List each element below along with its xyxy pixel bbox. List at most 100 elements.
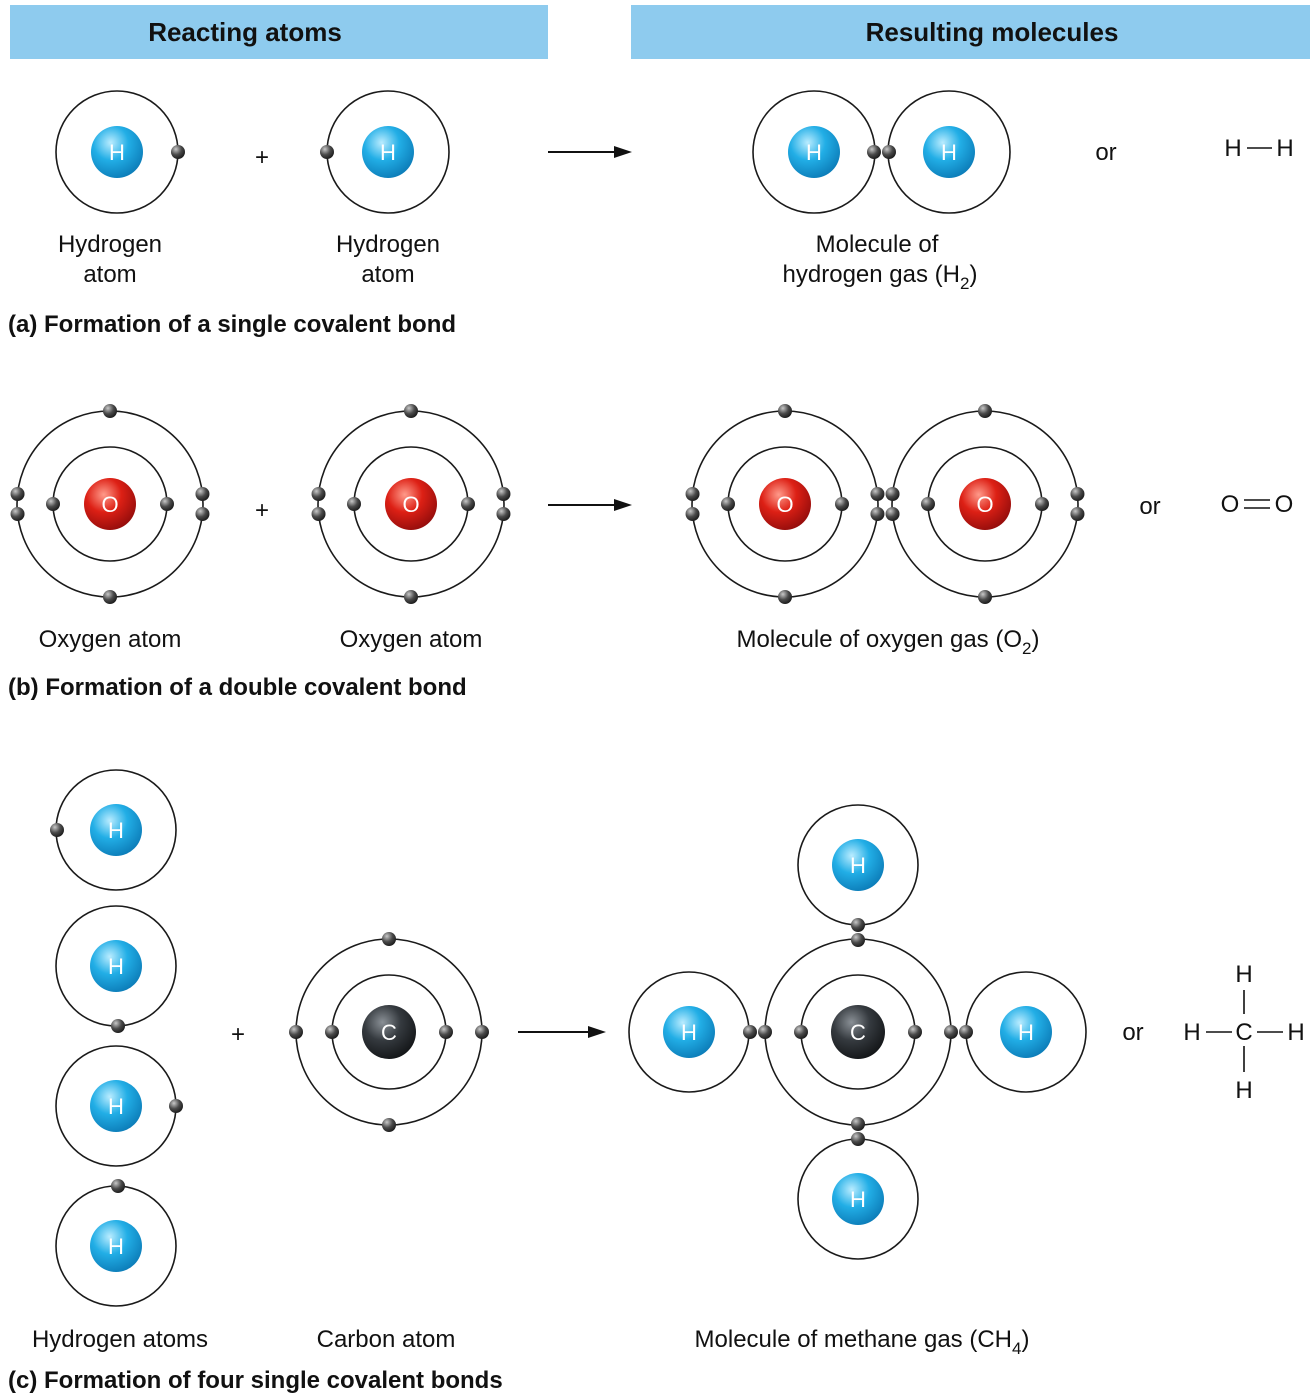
atom-label: Carbon atom <box>317 1326 456 1353</box>
formula-atom: O <box>1221 491 1240 518</box>
shared-electron <box>743 1025 757 1039</box>
or-label: or <box>1122 1019 1143 1046</box>
oxygen-nucleus <box>959 478 1011 530</box>
oxygen-nucleus <box>385 478 437 530</box>
hydrogen-nucleus <box>90 940 142 992</box>
molecule-label-formula: hydrogen gas (H2) <box>783 261 978 293</box>
nucleus-symbol: O <box>776 492 793 517</box>
atom-label: Hydrogen atoms <box>32 1326 208 1353</box>
nucleus-symbol: H <box>850 1187 866 1212</box>
formula-atom: H <box>1235 961 1252 988</box>
electron <box>311 507 326 521</box>
shared-electron <box>851 933 865 947</box>
hydrogen-atom-c4: H <box>55 1179 177 1307</box>
electron <box>721 497 735 511</box>
reaction-arrow <box>548 146 632 158</box>
electron <box>885 487 900 501</box>
electron <box>978 590 992 604</box>
hydrogen-nucleus <box>923 126 975 178</box>
hydrogen-nucleus <box>1000 1006 1052 1058</box>
header-reacting-atoms: Reacting atoms <box>148 17 342 47</box>
electron <box>1035 497 1049 511</box>
molecule-label-formula: Molecule of methane gas (CH4) <box>695 1326 1030 1358</box>
caption-a: (a) Formation of a single covalent bond <box>8 311 456 338</box>
atom-label: atom <box>83 261 136 288</box>
hydrogen-nucleus <box>90 804 142 856</box>
atom-label: Oxygen atom <box>39 626 182 653</box>
electron <box>111 1019 125 1033</box>
reaction-arrow <box>518 1026 606 1038</box>
oxygen-nucleus <box>759 478 811 530</box>
structural-formula-h2: H H <box>1224 135 1293 162</box>
formula-atom: H <box>1224 135 1241 162</box>
electron <box>978 404 992 418</box>
oxygen-atom-b2: O <box>311 404 511 604</box>
electron <box>160 497 174 511</box>
electron <box>475 1025 489 1039</box>
electron <box>320 145 334 159</box>
nucleus-symbol: C <box>381 1020 397 1045</box>
electron <box>921 497 935 511</box>
electron <box>171 145 185 159</box>
electron <box>885 507 900 521</box>
electron <box>778 404 792 418</box>
hydrogen-atom-c3: H <box>55 1045 183 1167</box>
shared-electron <box>944 1025 958 1039</box>
formula-atom: H <box>1276 135 1293 162</box>
carbon-atom-c: C <box>289 932 489 1132</box>
or-label: or <box>1139 493 1160 520</box>
methane-molecule: C H H H H <box>628 804 1087 1260</box>
electron <box>103 590 117 604</box>
nucleus-symbol: H <box>681 1020 697 1045</box>
oxygen-molecule-right-atom: O <box>885 404 1085 604</box>
electron <box>325 1025 339 1039</box>
shared-electron <box>851 918 865 932</box>
caption-b: (b) Formation of a double covalent bond <box>8 674 467 701</box>
or-label: or <box>1095 139 1116 166</box>
hydrogen-atom-a1: H <box>55 90 185 214</box>
structural-formula-o2: O O <box>1221 491 1294 518</box>
shared-electron <box>867 145 881 159</box>
electron <box>496 507 511 521</box>
hydrogen-nucleus <box>832 1173 884 1225</box>
panel-b: O + O O O or O O <box>8 404 1293 701</box>
oxygen-molecule-left-atom: O <box>685 404 885 604</box>
hydrogen-atom-c1: H <box>50 769 177 891</box>
atom-label: atom <box>361 261 414 288</box>
formula-atom: H <box>1183 1019 1200 1046</box>
hydrogen-molecule: H H <box>752 90 1011 214</box>
shared-electron <box>851 1132 865 1146</box>
electron <box>169 1099 183 1113</box>
electron <box>778 590 792 604</box>
plus-sign: + <box>255 497 269 524</box>
formula-atom: H <box>1287 1019 1304 1046</box>
plus-sign: + <box>231 1021 245 1048</box>
shared-electron <box>758 1025 772 1039</box>
electron <box>1070 507 1085 521</box>
electron <box>404 404 418 418</box>
header-resulting-molecules: Resulting molecules <box>866 17 1119 47</box>
electron <box>347 497 361 511</box>
electron <box>46 497 60 511</box>
formula-atom: H <box>1235 1077 1252 1104</box>
reaction-arrow <box>548 499 632 511</box>
nucleus-symbol: H <box>108 818 124 843</box>
shared-electron <box>882 145 896 159</box>
caption-c: (c) Formation of four single covalent bo… <box>8 1367 503 1394</box>
electron <box>439 1025 453 1039</box>
electron <box>685 487 700 501</box>
electron <box>382 1118 396 1132</box>
electron <box>103 404 117 418</box>
shared-electron <box>959 1025 973 1039</box>
electron <box>311 487 326 501</box>
electron <box>496 487 511 501</box>
nucleus-symbol: H <box>1018 1020 1034 1045</box>
electron <box>870 507 885 521</box>
atom-label: Oxygen atom <box>340 626 483 653</box>
shared-electron <box>851 1117 865 1131</box>
molecule-label: Molecule of <box>816 231 939 258</box>
electron <box>10 507 25 521</box>
electron <box>289 1025 303 1039</box>
nucleus-symbol: H <box>380 140 396 165</box>
